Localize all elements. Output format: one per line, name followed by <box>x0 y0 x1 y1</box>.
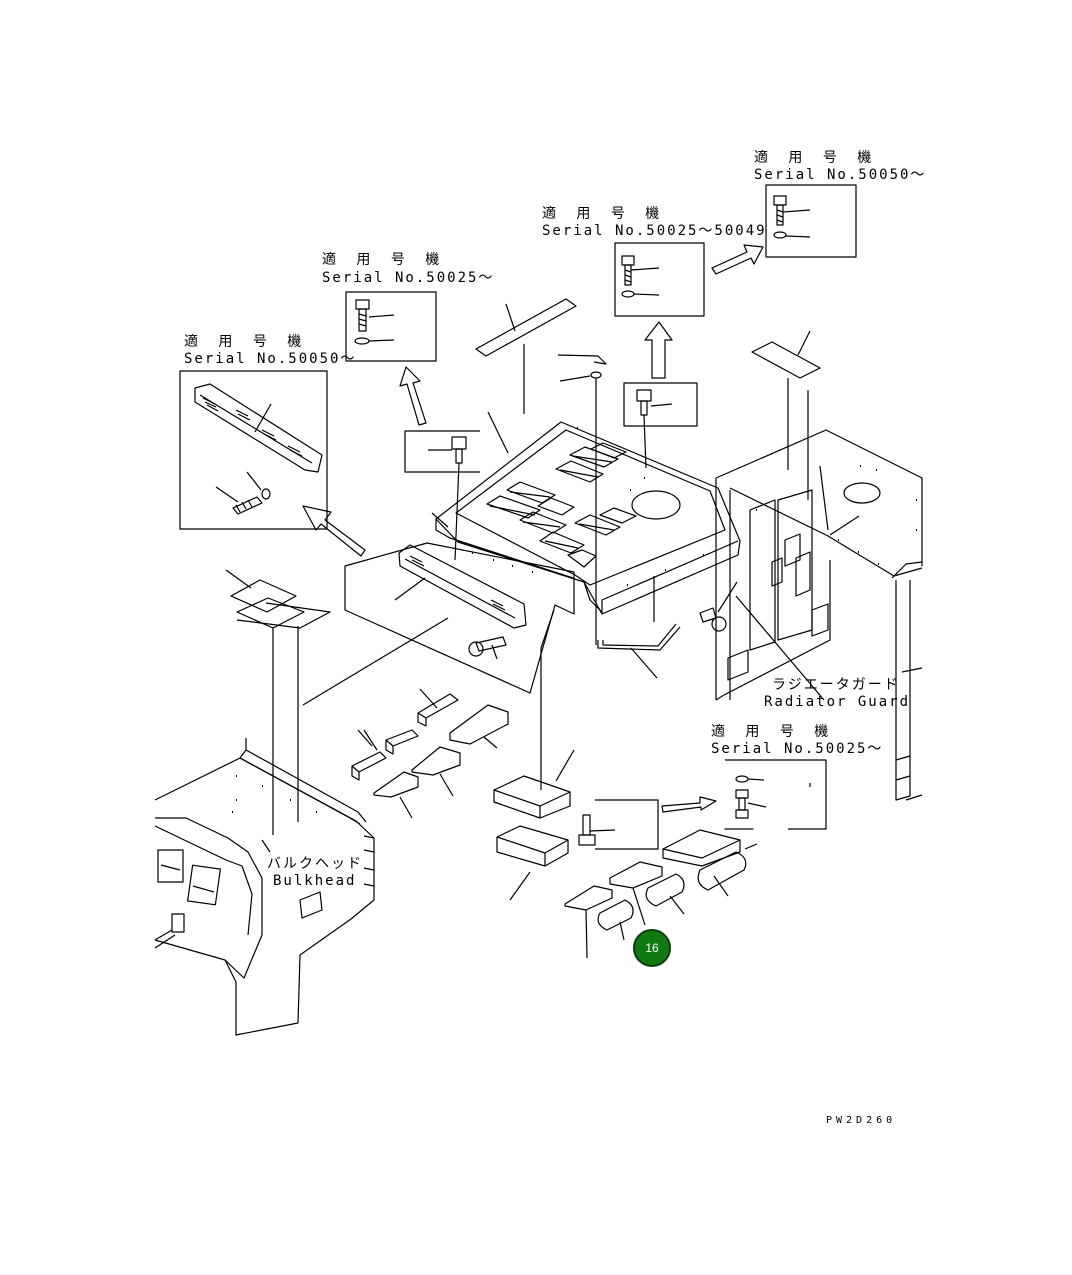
inset-50025-upper-left-serial-label: Serial No.50025～ <box>322 270 495 286</box>
inset-50050-upper-right-serial-label: Serial No.50050～ <box>754 167 927 183</box>
arrow-to-inset-50025-50049 <box>644 321 673 379</box>
top-pad-strip <box>475 298 577 414</box>
part-callout-marker[interactable]: 16 <box>633 929 671 967</box>
foam-pad-group-lower-right <box>564 829 758 959</box>
inset-50025-upper-left-applicable-label: 適 用 号 機 <box>322 252 446 268</box>
top-pad-right <box>751 330 821 500</box>
inset-box-50025-50049 <box>614 242 705 317</box>
inset-50025-lower-right-applicable-label: 適 用 号 機 <box>711 724 835 740</box>
bolt-detail-box-lower <box>578 799 659 850</box>
radiator-guard-en-label: Radiator Guard <box>764 694 911 710</box>
arrow-to-inset-50050-left <box>302 505 366 557</box>
bulkhead-top-pads <box>225 569 331 835</box>
inset-50050-upper-right-applicable-label: 適 用 号 機 <box>754 150 878 166</box>
top-cover-assembly <box>431 411 741 679</box>
front-grille-panel <box>302 542 575 790</box>
inset-50025-50049-serial-label: Serial No.50025～50049 <box>542 223 767 239</box>
inset-box-50050-upper-right <box>765 184 857 258</box>
top-wire-clip <box>557 354 607 645</box>
inset-box-50050-left <box>179 370 328 530</box>
inset-50050-left-serial-label: Serial No.50050～ <box>184 351 357 367</box>
foam-pad-group <box>351 688 575 901</box>
radiator-guard-jp-label: ラジエータガード <box>772 677 900 693</box>
bolt-detail-box-center <box>623 382 698 469</box>
inset-50025-lower-right-serial-label: Serial No.50025～ <box>711 741 884 757</box>
drawing-code-label: PW2D260 <box>826 1115 897 1126</box>
radiator-guard-assembly <box>715 429 923 801</box>
bulkhead-jp-label: バルクヘッド <box>267 856 363 872</box>
arrow-to-inset-50025-lower-right <box>661 796 717 813</box>
inset-box-50025-upper-left <box>345 291 437 362</box>
bolt-detail-box-left <box>404 430 480 561</box>
bulkhead-assembly <box>154 738 375 1036</box>
inset-50050-left-applicable-label: 適 用 号 機 <box>184 334 308 350</box>
inset-50025-50049-applicable-label: 適 用 号 機 <box>542 206 666 222</box>
arrow-to-inset-50050-upper-right <box>711 244 764 275</box>
arrow-to-inset-50025-upper-left <box>399 366 427 426</box>
inset-box-50025-lower-right <box>724 759 827 830</box>
bulkhead-en-label: Bulkhead <box>273 873 357 889</box>
